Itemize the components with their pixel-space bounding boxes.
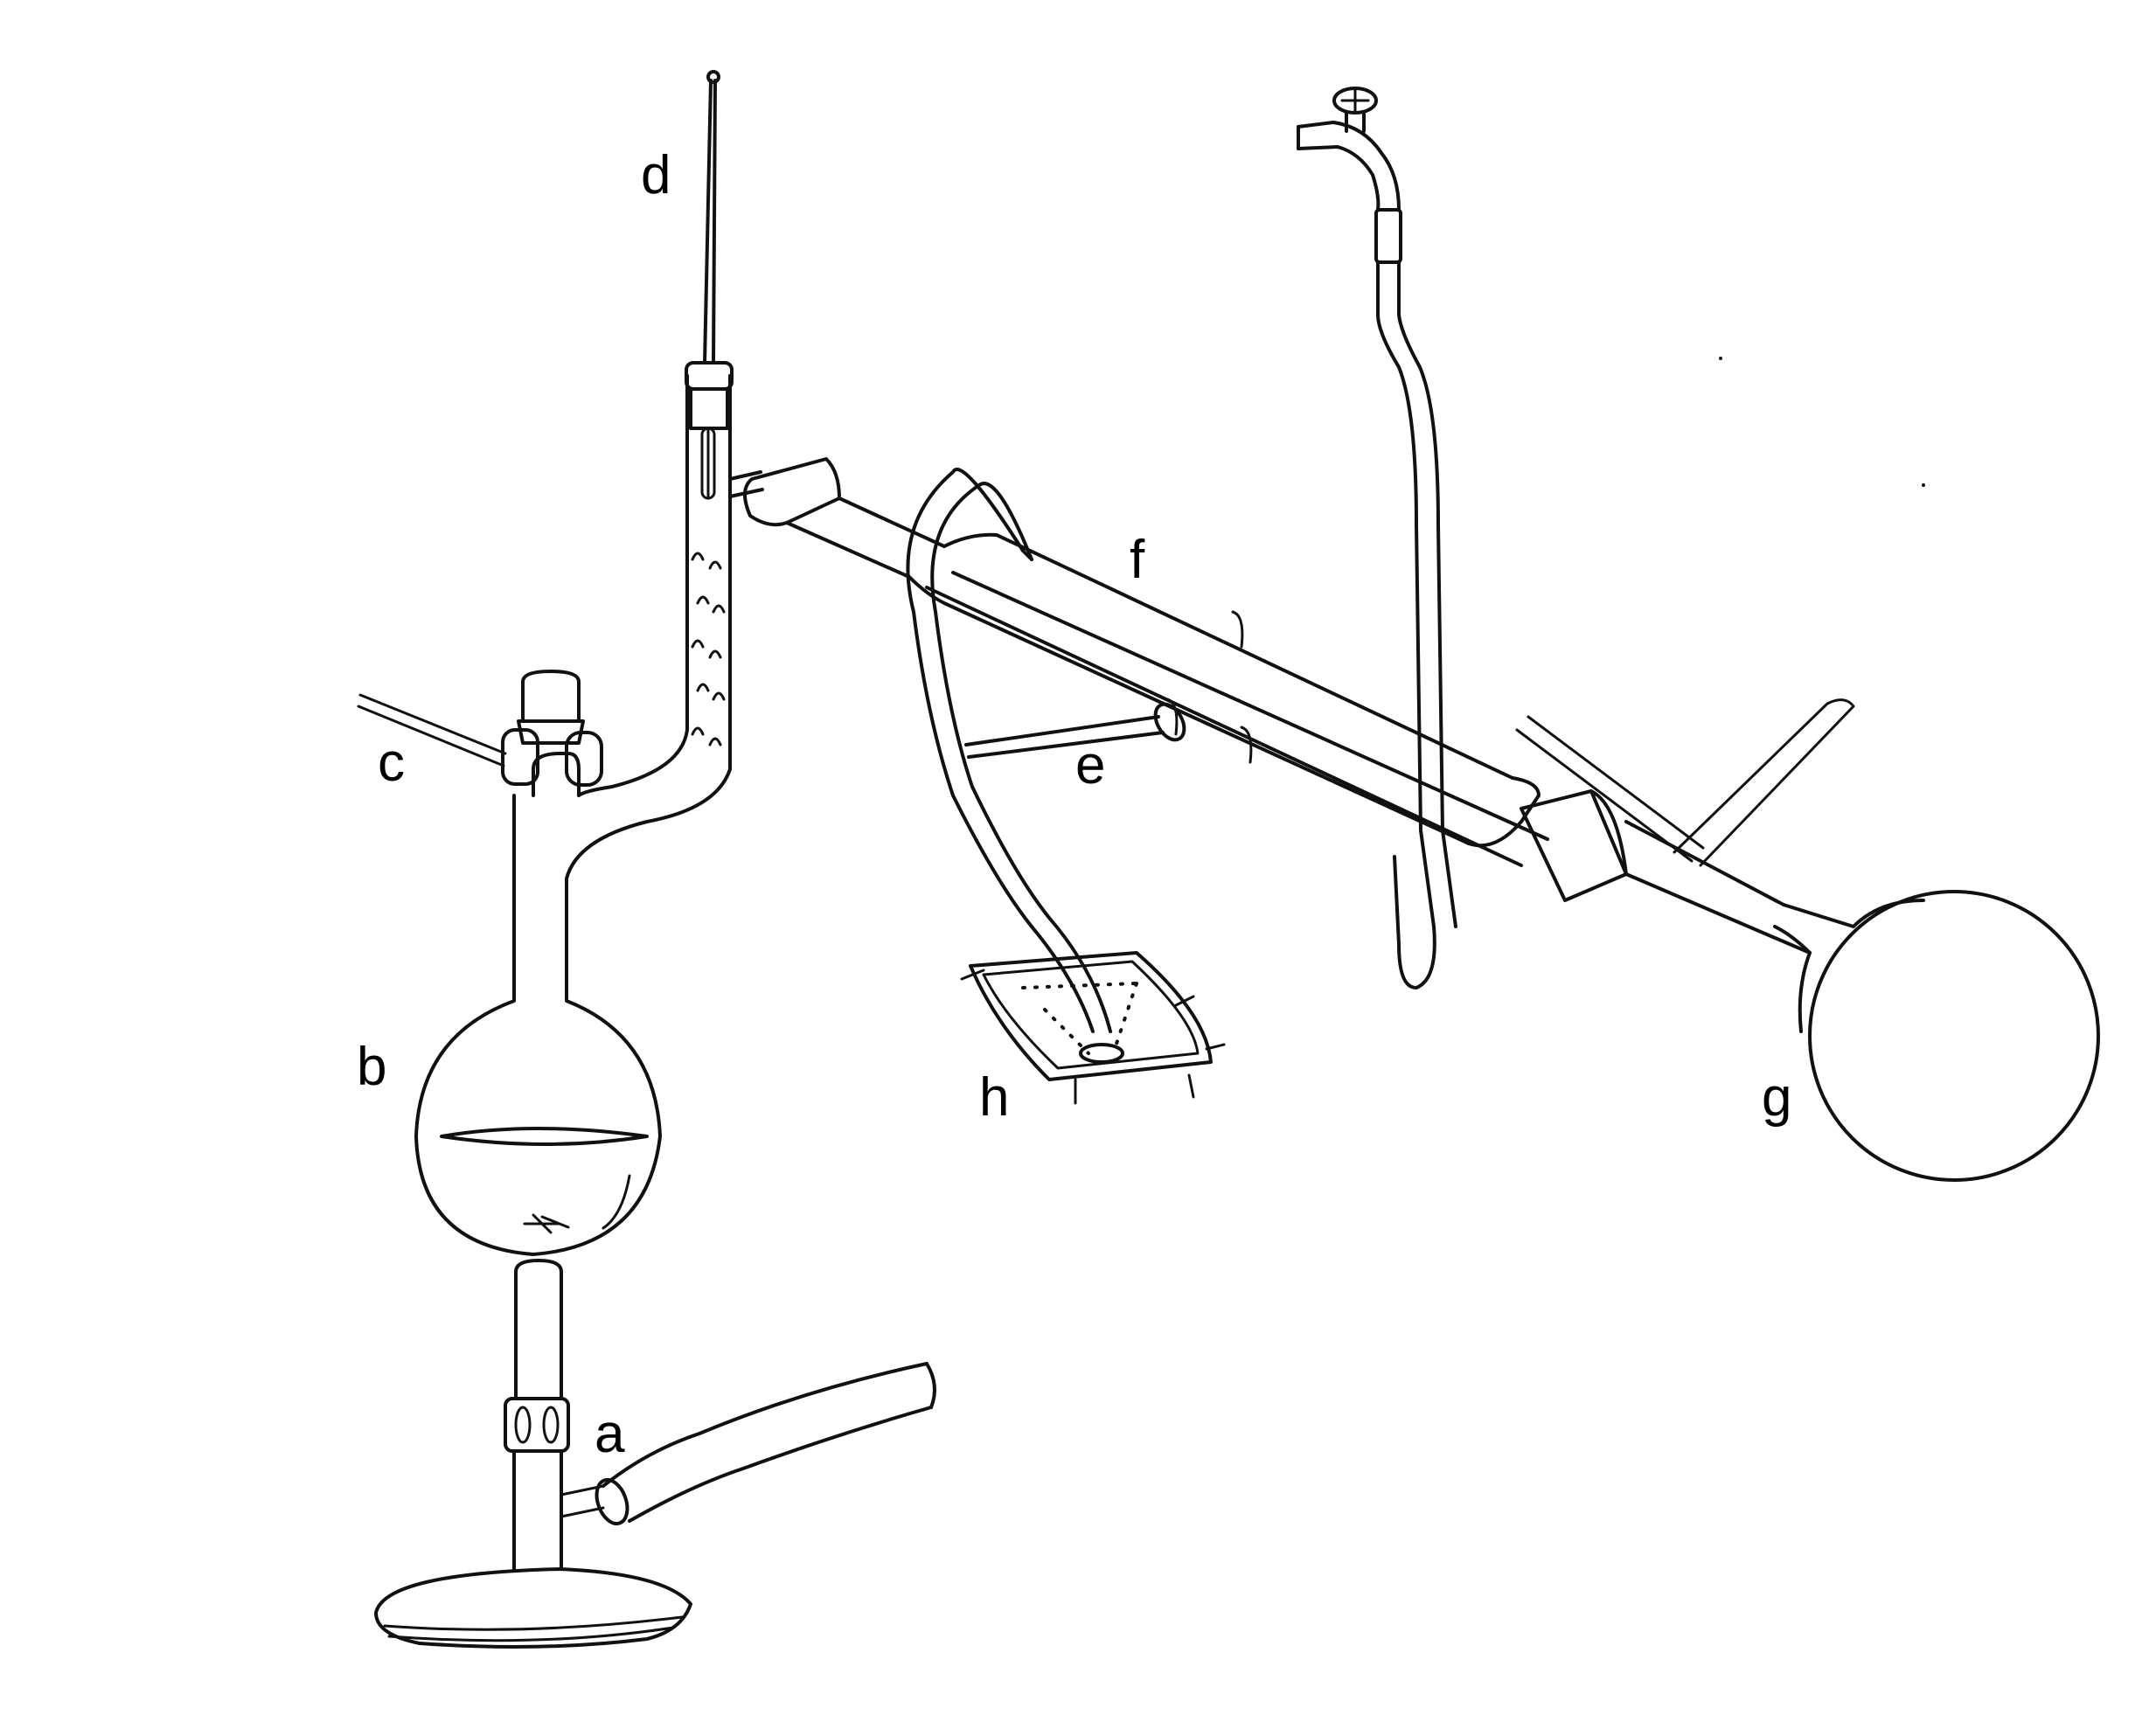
- label-d: d: [641, 145, 671, 205]
- label-c: c: [378, 733, 405, 793]
- fractionating-column: [685, 70, 734, 746]
- water-tap: [1297, 87, 1457, 990]
- distillation-flask: [357, 374, 732, 1256]
- label-g: g: [1762, 1067, 1792, 1128]
- label-a: a: [595, 1404, 625, 1464]
- drain-sink: [906, 467, 1226, 1105]
- bunsen-burner: [374, 1259, 936, 1649]
- label-e: e: [1075, 735, 1106, 795]
- label-b: b: [357, 1037, 387, 1097]
- label-f: f: [1130, 530, 1145, 590]
- liebig-condenser: [728, 457, 1855, 955]
- receiver-flask: [1773, 890, 2100, 1182]
- label-h: h: [979, 1067, 1010, 1128]
